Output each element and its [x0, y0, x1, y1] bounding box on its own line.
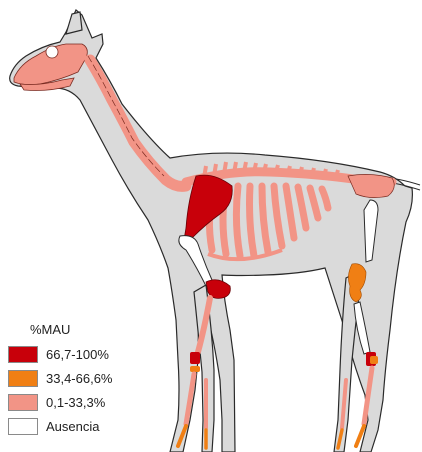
- legend-swatch-absent: [8, 418, 38, 435]
- carpals-mid: [190, 366, 200, 372]
- ear: [66, 12, 82, 34]
- legend-item-absent: Ausencia: [8, 416, 99, 436]
- eye-socket: [46, 46, 58, 58]
- legend-label-mid: 33,4-66,6%: [46, 371, 113, 386]
- legend-swatch-high: [8, 346, 38, 363]
- legend-item-mid: 33,4-66,6%: [8, 368, 113, 388]
- legend-swatch-low: [8, 394, 38, 411]
- legend-title: %MAU: [30, 322, 70, 337]
- legend-swatch-mid: [8, 370, 38, 387]
- legend-label-low: 0,1-33,3%: [46, 395, 105, 410]
- legend-label-high: 66,7-100%: [46, 347, 109, 362]
- legend-label-absent: Ausencia: [46, 419, 99, 434]
- carpals-high: [190, 352, 200, 364]
- tarsals-mid: [370, 356, 378, 364]
- legend-item-low: 0,1-33,3%: [8, 392, 105, 412]
- legend-item-high: 66,7-100%: [8, 344, 109, 364]
